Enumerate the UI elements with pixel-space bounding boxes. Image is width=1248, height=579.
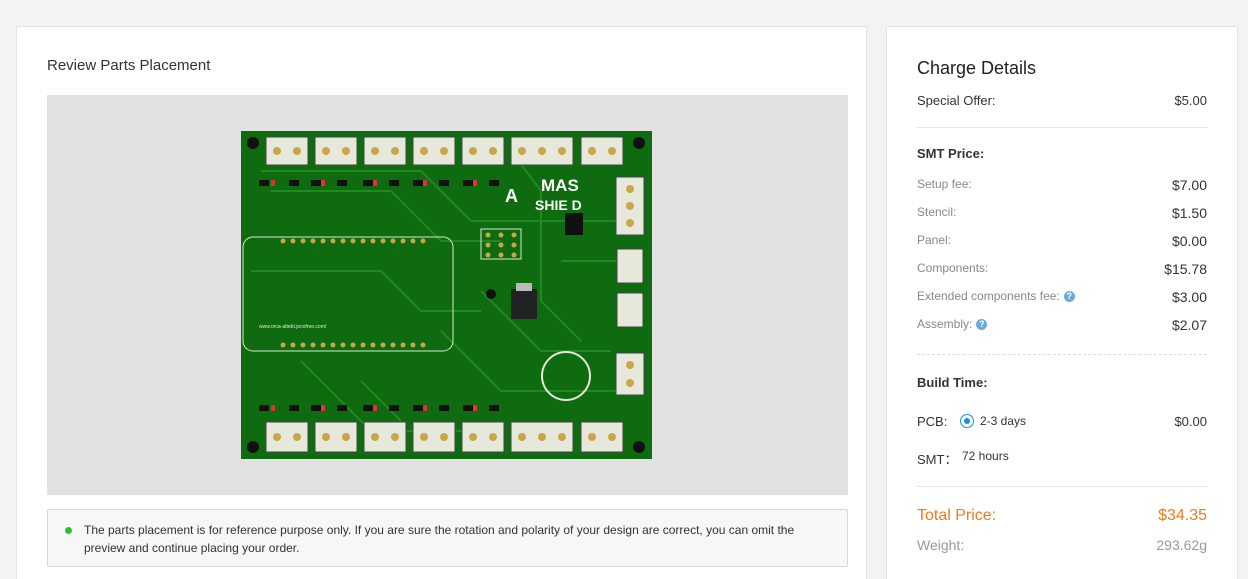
special-offer-value: $5.00 [1174, 93, 1207, 108]
pcb-build-label: PCB: [917, 414, 948, 429]
pcb-logo-text: A [505, 186, 518, 206]
setup-fee-label: Setup fee: [917, 177, 972, 191]
charge-details-panel: Charge Details Special Offer: $5.00 SMT … [886, 26, 1238, 579]
setup-fee-value: $7.00 [1171, 177, 1207, 193]
total-price-row: Total Price: $34.35 [917, 507, 1207, 527]
components-row: Components: $15.78 [917, 261, 1207, 281]
special-offer-label: Special Offer: [917, 93, 996, 108]
notice-text: The parts placement is for reference pur… [84, 523, 795, 555]
assembly-label: Assembly: [917, 317, 973, 331]
pcb-title-text: MAS [541, 176, 579, 195]
stencil-label: Stencil: [917, 205, 957, 219]
divider [917, 486, 1207, 487]
charge-title: Charge Details [917, 58, 1037, 78]
build-time-heading: Build Time: [917, 375, 988, 390]
pcb-preview: MAS SHIE D A www.orca-attebt.jecofree.co… [47, 95, 848, 495]
assembly-row: Assembly:? $2.07 [917, 317, 1207, 337]
assembly-value: $2.07 [1171, 317, 1207, 333]
weight-label: Weight: [917, 537, 965, 553]
notice-dot-icon [65, 527, 72, 534]
setup-fee-row: Setup fee: $7.00 [917, 177, 1207, 197]
extended-components-value: $3.00 [1171, 289, 1207, 305]
help-icon[interactable]: ? [976, 319, 988, 330]
placement-notice: The parts placement is for reference pur… [47, 509, 848, 567]
panel-label: Panel: [917, 233, 952, 247]
pcb-url-text: www.orca-attebt.jecofree.com/ [259, 324, 327, 330]
divider [917, 127, 1207, 128]
review-title: Review Parts Placement [47, 57, 211, 74]
total-price-label: Total Price: [917, 507, 997, 524]
pcb-build-radio[interactable] [960, 414, 974, 428]
weight-row: Weight: 293.62g [917, 537, 1207, 557]
components-label: Components: [917, 261, 989, 275]
smt-build-time: 72 hours [962, 449, 1009, 463]
stencil-value: $1.50 [1171, 205, 1207, 221]
weight-value: 293.62g [1156, 537, 1207, 553]
parts-placement-panel: Review Parts Placement [16, 26, 867, 579]
special-offer-row: Special Offer: $5.00 [917, 93, 1207, 113]
extended-components-row: Extended components fee:? $3.00 [917, 289, 1207, 309]
panel-value: $0.00 [1171, 233, 1207, 249]
help-icon[interactable]: ? [1063, 291, 1075, 302]
total-price-value: $34.35 [1158, 507, 1207, 524]
smt-price-heading: SMT Price: [917, 146, 985, 161]
pcb-build-row: PCB: 2-3 days $0.00 [917, 414, 1207, 434]
pcb-build-option[interactable]: 2-3 days [980, 414, 1027, 428]
pcb-board-image: MAS SHIE D A www.orca-attebt.jecofree.co… [241, 131, 652, 459]
components-value: $15.78 [1164, 261, 1207, 277]
panel-row: Panel: $0.00 [917, 233, 1207, 253]
pcb-subtitle-text: SHIE D [535, 197, 582, 213]
smt-build-label: SMT： [917, 452, 958, 467]
stencil-row: Stencil: $1.50 [917, 205, 1207, 225]
extended-components-label: Extended components fee: [917, 289, 1060, 303]
smt-build-row: SMT： 72 hours [917, 449, 1207, 469]
pcb-build-value: $0.00 [1174, 414, 1207, 429]
divider [917, 354, 1207, 355]
